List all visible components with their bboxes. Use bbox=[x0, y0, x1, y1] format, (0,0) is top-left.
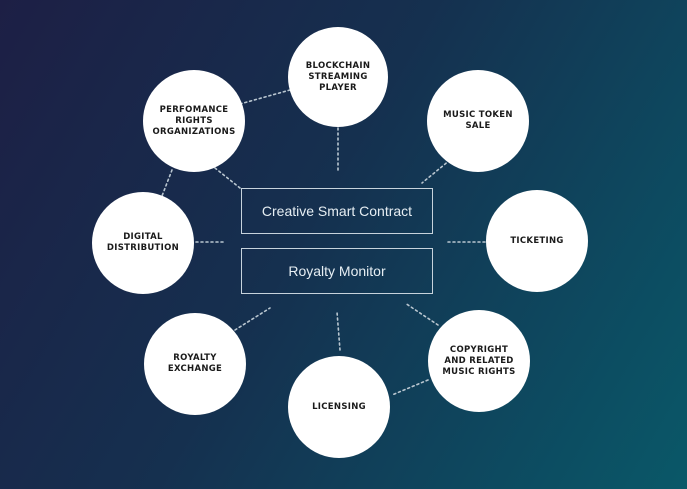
node-label: COPYRIGHT AND RELATED MUSIC RIGHTS bbox=[442, 344, 516, 377]
node-ticketing: TICKETING bbox=[486, 190, 588, 292]
node-label: PERFOMANCE RIGHTS ORGANIZATIONS bbox=[152, 104, 236, 137]
node-royalty-exchange: ROYALTY EXCHANGE bbox=[144, 313, 246, 415]
royalty-monitor-box: Royalty Monitor bbox=[241, 248, 433, 294]
node-label: TICKETING bbox=[510, 235, 564, 246]
connector-royalty-exchange bbox=[234, 307, 271, 331]
node-label: LICENSING bbox=[312, 401, 366, 412]
node-performance-rights: PERFOMANCE RIGHTS ORGANIZATIONS bbox=[143, 70, 245, 172]
node-licensing: LICENSING bbox=[288, 356, 390, 458]
node-label: MUSIC TOKEN SALE bbox=[443, 110, 513, 131]
connector-copyright bbox=[404, 302, 439, 326]
node-music-token-sale: MUSIC TOKEN SALE bbox=[427, 70, 529, 172]
connector-copyright-licensing bbox=[391, 379, 429, 396]
connector-perf-digital bbox=[161, 169, 173, 197]
connector-perf-blockchain bbox=[239, 89, 291, 105]
node-copyright: COPYRIGHT AND RELATED MUSIC RIGHTS bbox=[428, 310, 530, 412]
royalty-monitor-label: Royalty Monitor bbox=[288, 263, 386, 279]
node-label: DIGITAL DISTRIBUTION bbox=[106, 232, 180, 253]
node-label: BLOCKCHAIN STREAMING PLAYER bbox=[305, 60, 371, 93]
connector-licensing bbox=[336, 311, 341, 351]
connector-performance-rights bbox=[214, 167, 241, 189]
node-label: ROYALTY EXCHANGE bbox=[167, 353, 223, 374]
node-digital-distribution: DIGITAL DISTRIBUTION bbox=[92, 192, 194, 294]
connector-music-token bbox=[421, 159, 451, 184]
creative-smart-contract-box: Creative Smart Contract bbox=[241, 188, 433, 234]
creative-smart-contract-label: Creative Smart Contract bbox=[261, 203, 413, 219]
node-blockchain-streaming-player: BLOCKCHAIN STREAMING PLAYER bbox=[288, 27, 388, 127]
